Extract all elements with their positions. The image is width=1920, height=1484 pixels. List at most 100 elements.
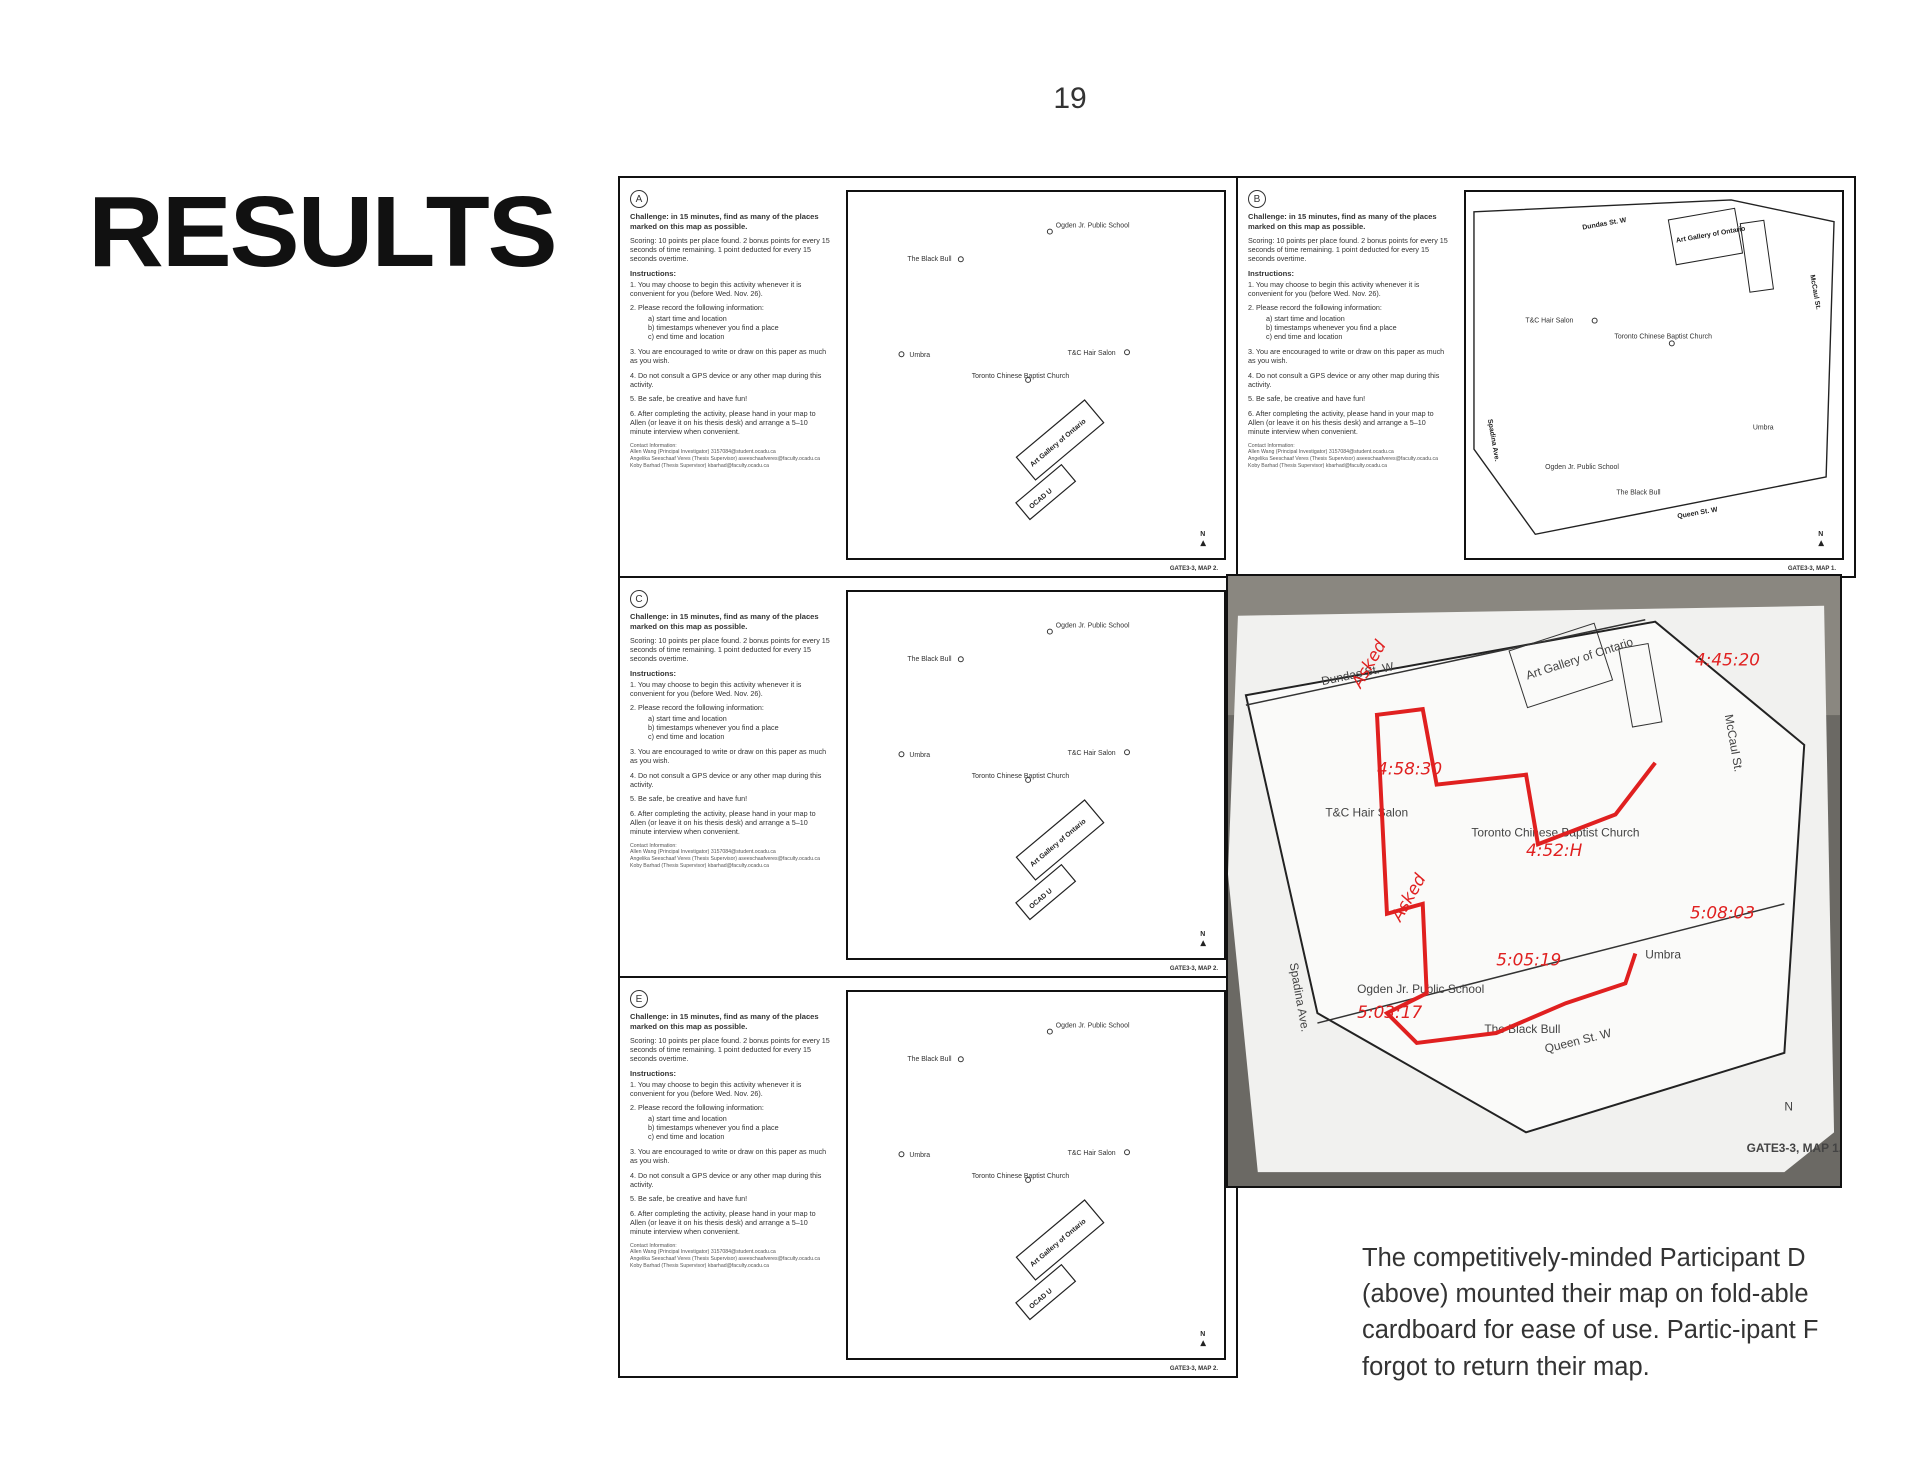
instruction-step-2: 2. Please record the following informati… xyxy=(630,703,764,713)
instruction-step-4: 4. Do not consult a GPS device or any ot… xyxy=(630,370,822,389)
contact-line-2: Angelika Seeschaaf Veres (Thesis Supervi… xyxy=(630,1256,820,1263)
instruction-step-2a: a) start time and location xyxy=(648,1113,727,1123)
instruction-step-5: 5. Be safe, be creative and have fun! xyxy=(630,794,748,804)
challenge-text: Challenge: in 15 minutes, find as many o… xyxy=(630,212,819,231)
map-area: Ogden Jr. Public School The Black Bull U… xyxy=(846,190,1226,560)
map-drawing: Ogden Jr. Public School The Black Bull U… xyxy=(898,1023,1207,1347)
contact-block: Contact Information: Allen Wang (Princip… xyxy=(630,843,830,870)
black-bull-label-map1: The Black Bull xyxy=(1616,490,1661,497)
photo-blackbull-label: The Black Bull xyxy=(1484,1022,1560,1036)
umbra-label: Umbra xyxy=(909,352,930,359)
scoring-text: Scoring: 10 points per place found. 2 bo… xyxy=(1248,235,1448,264)
instruction-step-2c: c) end time and location xyxy=(1266,332,1343,342)
instruction-step-1: 1. You may choose to begin this activity… xyxy=(630,1079,802,1099)
photo-time-6: 5:03:17 xyxy=(1357,1002,1422,1022)
instruction-step-2c: c) end time and location xyxy=(648,1132,725,1142)
contact-line-3: Koby Barhad (Thesis Supervisor) kbarhad@… xyxy=(630,462,769,469)
instruction-step-2a: a) start time and location xyxy=(648,313,727,323)
photo-umbra-label: Umbra xyxy=(1645,947,1681,961)
instruction-step-3: 3. You are encouraged to write or draw o… xyxy=(630,346,827,366)
umbra-label: Umbra xyxy=(909,752,930,759)
photo-time-3: 4:52:H xyxy=(1526,840,1583,860)
contact-line-1: Allen Wang (Principal Investigator) 3157… xyxy=(630,849,776,856)
contact-title: Contact Information: xyxy=(630,842,677,849)
instruction-step-4: 4. Do not consult a GPS device or any ot… xyxy=(1248,370,1440,389)
instructions-title: Instructions: xyxy=(630,668,676,678)
instructions-title: Instructions: xyxy=(630,268,676,278)
tc-hair-label: T&C Hair Salon xyxy=(1068,750,1116,757)
page-heading: RESULTS xyxy=(88,176,558,288)
instruction-step-1: 1. You may choose to begin this activity… xyxy=(630,679,802,699)
photo-time-4: 5:08:03 xyxy=(1690,903,1755,923)
map-sheet-b: B Challenge: in 15 minutes, find as many… xyxy=(1236,176,1856,578)
map-area: Ogden Jr. Public School The Black Bull U… xyxy=(846,990,1226,1360)
instruction-step-1: 1. You may choose to begin this activity… xyxy=(1248,279,1420,299)
scoring-text: Scoring: 10 points per place found. 2 bo… xyxy=(630,635,830,664)
ago-label-map1: Art Gallery of Ontario xyxy=(1676,226,1746,245)
black-bull-label: The Black Bull xyxy=(907,256,952,263)
photo-time-5: 5:05:19 xyxy=(1496,949,1561,969)
photo-tc-label: T&C Hair Salon xyxy=(1325,805,1408,819)
instruction-step-3: 3. You are encouraged to write or draw o… xyxy=(1248,346,1445,366)
instruction-step-2b: b) timestamps whenever you find a place xyxy=(648,1123,779,1133)
umbra-label-map1: Umbra xyxy=(1753,424,1774,431)
toronto-chinese-label: Toronto Chinese Baptist Church xyxy=(972,373,1070,380)
photo-participant-d-map: Art Gallery of Ontario Dundas St. W T&C … xyxy=(1226,574,1842,1188)
contact-line-3: Koby Barhad (Thesis Supervisor) kbarhad@… xyxy=(630,862,769,869)
map-sheet-c: C Challenge: in 15 minutes, find as many… xyxy=(618,576,1238,978)
instruction-step-4: 4. Do not consult a GPS device or any ot… xyxy=(630,770,822,789)
map-code: GATE3-3, MAP 2. xyxy=(1169,566,1218,572)
contact-title: Contact Information: xyxy=(630,1242,677,1249)
participant-letter: E xyxy=(630,990,648,1008)
toronto-chinese-label-map1: Toronto Chinese Baptist Church xyxy=(1614,333,1712,340)
contact-line-3: Koby Barhad (Thesis Supervisor) kbarhad@… xyxy=(1248,462,1387,469)
instruction-step-2: 2. Please record the following informati… xyxy=(630,1103,764,1113)
scoring-text: Scoring: 10 points per place found. 2 bo… xyxy=(630,235,830,264)
spadina-label: Spadina Ave. xyxy=(1486,419,1500,463)
map-code: GATE3-3, MAP 1. xyxy=(1787,566,1836,572)
mccaul-label: McCaul St. xyxy=(1808,274,1821,310)
contact-block: Contact Information: Allen Wang (Princip… xyxy=(630,443,830,470)
toronto-chinese-label: Toronto Chinese Baptist Church xyxy=(972,1173,1070,1180)
instruction-step-6: 6. After completing the activity, please… xyxy=(630,408,816,437)
instruction-step-3: 3. You are encouraged to write or draw o… xyxy=(630,746,827,766)
map-area: Ogden Jr. Public School The Black Bull U… xyxy=(846,590,1226,960)
instruction-sheet: B Challenge: in 15 minutes, find as many… xyxy=(1248,190,1448,470)
north-label: N xyxy=(1200,531,1205,538)
participant-letter: C xyxy=(630,590,648,608)
map-sheet-e: E Challenge: in 15 minutes, find as many… xyxy=(618,976,1238,1378)
instruction-step-6: 6. After completing the activity, please… xyxy=(630,1208,816,1237)
tc-hair-label: T&C Hair Salon xyxy=(1068,1150,1116,1157)
challenge-text: Challenge: in 15 minutes, find as many o… xyxy=(630,612,819,631)
instruction-step-5: 5. Be safe, be creative and have fun! xyxy=(630,1194,748,1204)
ocad-label: OCAD U xyxy=(1028,888,1053,911)
contact-line-3: Koby Barhad (Thesis Supervisor) kbarhad@… xyxy=(630,1262,769,1269)
contact-line-1: Allen Wang (Principal Investigator) 3157… xyxy=(630,1249,776,1256)
contact-block: Contact Information: Allen Wang (Princip… xyxy=(630,1243,830,1270)
ogden-label: Ogden Jr. Public School xyxy=(1056,623,1130,630)
contact-line-1: Allen Wang (Principal Investigator) 3157… xyxy=(1248,449,1394,456)
instruction-sheet: C Challenge: in 15 minutes, find as many… xyxy=(630,590,830,870)
contact-line-2: Angelika Seeschaaf Veres (Thesis Supervi… xyxy=(630,456,820,463)
map-drawing: Ogden Jr. Public School The Black Bull U… xyxy=(1473,199,1835,547)
ogden-label-map1: Ogden Jr. Public School xyxy=(1545,464,1619,471)
instruction-step-2c: c) end time and location xyxy=(648,332,725,342)
contact-block: Contact Information: Allen Wang (Princip… xyxy=(1248,443,1448,470)
photo-time-1: 4:45:20 xyxy=(1695,649,1760,669)
north-label: N xyxy=(1200,1331,1205,1338)
instruction-sheet: A Challenge: in 15 minutes, find as many… xyxy=(630,190,830,470)
umbra-label: Umbra xyxy=(909,1152,930,1159)
challenge-text: Challenge: in 15 minutes, find as many o… xyxy=(1248,212,1437,231)
ocad-label: OCAD U xyxy=(1028,488,1053,511)
photo-time-2: 4:58:30 xyxy=(1377,759,1442,779)
instruction-step-2: 2. Please record the following informati… xyxy=(1248,303,1382,313)
instruction-step-2b: b) timestamps whenever you find a place xyxy=(1266,323,1397,333)
ocad-label: OCAD U xyxy=(1028,1288,1053,1311)
instruction-step-1: 1. You may choose to begin this activity… xyxy=(630,279,802,299)
scoring-text: Scoring: 10 points per place found. 2 bo… xyxy=(630,1035,830,1064)
map-code: GATE3-3, MAP 2. xyxy=(1169,1366,1218,1372)
contact-line-1: Allen Wang (Principal Investigator) 3157… xyxy=(630,449,776,456)
participant-letter: B xyxy=(1248,190,1266,208)
instructions-title: Instructions: xyxy=(630,1068,676,1078)
tc-hair-label: T&C Hair Salon xyxy=(1068,350,1116,357)
